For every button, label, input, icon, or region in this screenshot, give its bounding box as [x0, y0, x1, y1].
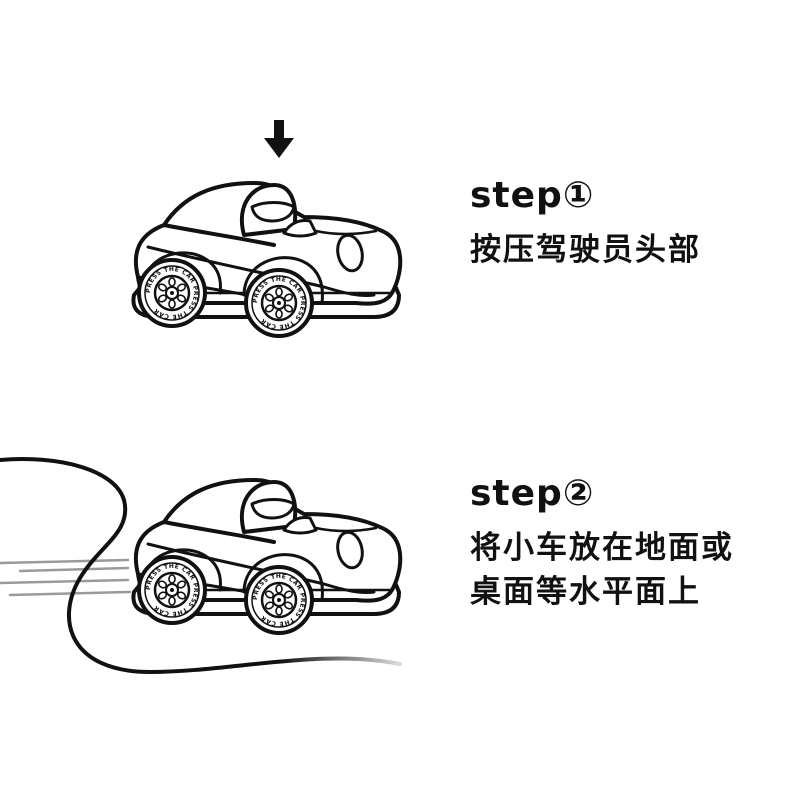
- press-arrow-icon: [264, 120, 294, 158]
- motion-trail: [0, 457, 402, 675]
- step1-title: step①: [470, 175, 595, 216]
- step2-line-1: 将小车放在地面或: [470, 530, 734, 566]
- step1-line-1: 按压驾驶员头部: [470, 232, 701, 268]
- step1-description: 按压驾驶员头部: [470, 228, 701, 272]
- step2-description: 将小车放在地面或 桌面等水平面上: [470, 526, 734, 614]
- step2-line-2: 桌面等水平面上: [470, 574, 701, 610]
- speed-lines: [0, 558, 132, 597]
- step2-title: step②: [470, 473, 595, 514]
